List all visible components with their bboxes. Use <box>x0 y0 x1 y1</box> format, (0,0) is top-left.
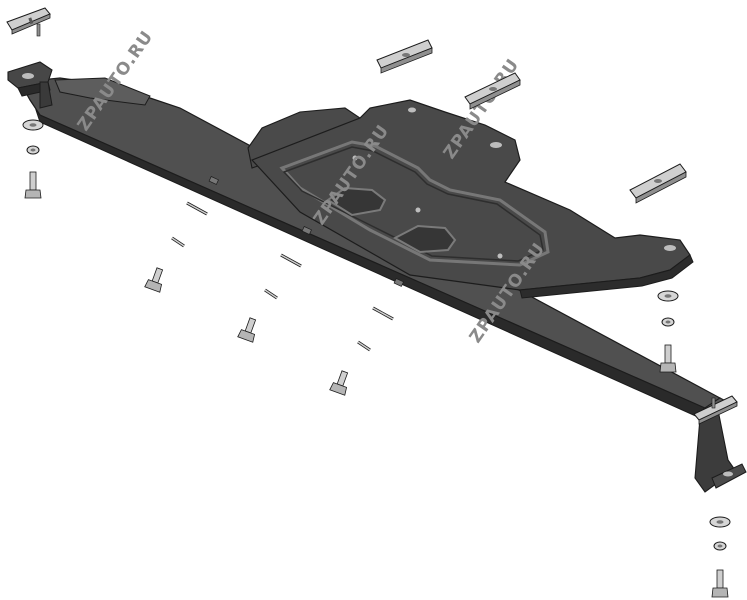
skid-plate: ZPAUTO.RU ZPAUTO.RU ZPAUTO.RU ZPAUTO.RU <box>19 27 722 419</box>
mount-hole <box>490 142 502 148</box>
pin <box>357 340 371 352</box>
pin <box>186 201 208 216</box>
bolt <box>144 267 164 293</box>
washer <box>657 290 679 302</box>
lock-washer <box>713 541 727 551</box>
crossbar-left-flange <box>54 77 151 106</box>
pin <box>171 236 185 248</box>
lock-washer <box>661 317 675 327</box>
pin <box>372 306 394 321</box>
guard-right-edge <box>519 254 694 299</box>
stamped-ridge <box>279 140 550 267</box>
stamped-ridge-shadow <box>282 146 544 262</box>
bolt <box>659 344 677 373</box>
clamp-plate <box>376 39 433 74</box>
pin <box>280 253 302 268</box>
lock-washer <box>26 145 40 155</box>
stamped-pocket-2 <box>392 224 457 254</box>
bolt <box>329 370 349 396</box>
crossbar-clip <box>208 176 219 185</box>
crossbar-clip <box>393 278 404 287</box>
mount-hole <box>415 207 421 213</box>
clamp-plate <box>629 163 687 204</box>
clamp-plate <box>464 72 521 110</box>
left-mount-bracket <box>7 61 53 109</box>
crossbar-clip <box>301 226 312 235</box>
mount-hole <box>408 107 416 113</box>
stamped-pocket-1 <box>326 186 387 217</box>
clamp-plate <box>6 7 51 37</box>
mount-hole <box>352 155 358 161</box>
washer <box>709 516 731 528</box>
mount-hole <box>497 253 503 259</box>
bolt <box>237 317 257 343</box>
pin <box>264 288 278 300</box>
washer <box>22 119 44 131</box>
mount-hole <box>664 245 676 251</box>
bolt <box>711 569 729 598</box>
bolt <box>24 171 42 199</box>
clamp-plate <box>693 395 738 425</box>
